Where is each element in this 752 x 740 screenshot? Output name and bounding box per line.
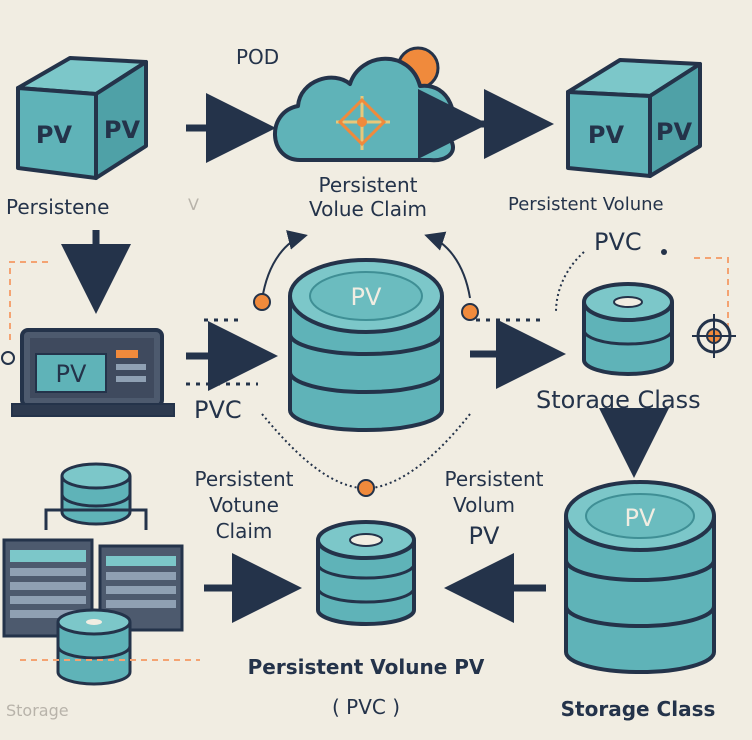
cylinder-icon-right [582,282,674,376]
curve-arrow-right [424,231,471,299]
curve-right-upper [555,251,585,313]
pod-label: POD [236,45,279,69]
cylinder-icon-bottom [316,520,416,626]
dashed-connector-left [9,261,48,340]
dot-marker [661,249,667,255]
cube-icon-right: PV PV [566,58,702,178]
curve-bottom-right [371,413,471,489]
storage-class-bottom-label: Storage Class [561,697,716,721]
storage-class-mid-label: Storage Class [536,386,701,414]
cylinder-icon-big: PV [564,480,716,674]
curve-bottom-left [261,413,361,489]
port-dot-curve-left [253,293,271,311]
cluster-connector [44,508,148,530]
claim-right-line1: Persistent [445,467,544,491]
dashed-connector-right [694,257,729,330]
device-pv-label: PV [56,360,87,388]
hub-icon [336,96,390,150]
target-icon [692,314,736,358]
server-icon-device: PV [11,328,175,417]
cube-left-face-a: PV [36,121,73,149]
faint-storage-label: Storage [6,701,69,720]
claim-right-line2: Volum [453,493,515,517]
bottom-paren-label: ( PVC ) [332,695,400,719]
claim-left-line3: Claim [216,519,273,543]
server-icon-left [2,538,94,638]
port-dot-curve-right [461,303,479,321]
cube-right-face-a: PV [588,121,625,149]
cube-right-face-b: PV [656,118,693,146]
claim-right-line3: PV [469,522,500,550]
faint-v-label: V [188,195,199,214]
port-dot-bottom [357,479,375,497]
port-dot-left [1,351,15,365]
pvc-left-label: PVC [194,396,242,424]
claim-left-line2: Votune [209,493,279,517]
center-disk-pv-label: PV [351,283,382,311]
pvc-claim-line2: Volue Claim [309,197,427,221]
pvc-claim-line1: Persistent [319,173,418,197]
pvc-right-label: PVC [594,228,642,256]
claim-left-line1: Persistent [195,467,294,491]
curve-arrow-left [261,230,308,301]
bottom-center-label: Persistent Volune PV [248,655,485,679]
persistene-label: Persistene [6,195,109,219]
cylinder-icon-center: PV [288,258,444,432]
cube-left-face-b: PV [104,116,141,144]
persistent-volune-label: Persistent Volune [508,194,664,215]
cylinder-icon-cluster-top [60,462,132,526]
cylinder-icon-cluster-bottom [56,608,132,686]
cube-icon-left: PV PV [16,56,148,180]
big-disk-pv-label: PV [625,504,656,532]
